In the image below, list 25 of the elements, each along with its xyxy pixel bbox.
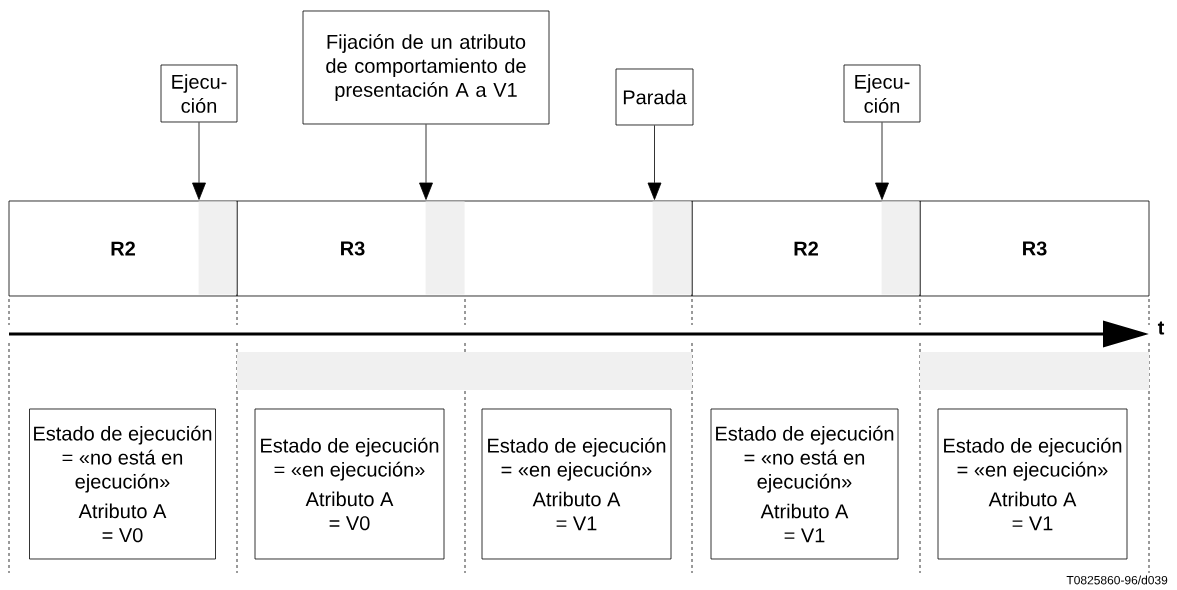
arrow <box>419 124 433 200</box>
segment-box: R2 <box>8 200 238 297</box>
state-box: Estado de ejecución = «en ejecución» Atributo A = V0 <box>254 408 445 560</box>
shaded-bar <box>881 201 920 295</box>
event-box: Ejecu- ción <box>843 64 921 123</box>
figure-id: T0825860-96/d039 <box>1066 575 1168 585</box>
segment-box: R3 <box>236 200 693 297</box>
state-box: Estado de ejecución = «en ejecución» Atributo A = V1 <box>481 408 672 560</box>
shaded-bar <box>198 201 237 295</box>
state-box: Estado de ejecución = «no está en ejecución» Atributo A = V0 <box>29 408 216 560</box>
shaded-bar <box>425 201 465 295</box>
segment-box: R3 <box>919 200 1150 297</box>
shaded-bar <box>237 352 692 390</box>
arrow <box>875 122 889 200</box>
event-box: Ejecu- ción <box>160 64 238 123</box>
shaded-bar <box>920 352 1149 390</box>
state-box: Estado de ejecución = «no está en ejecución» Atributo A = V1 <box>710 408 899 560</box>
axis-label: t <box>1157 321 1165 335</box>
shaded-bar <box>652 201 692 295</box>
arrow <box>647 125 662 200</box>
event-box: Parada <box>615 68 694 126</box>
event-box: Fijación de un atributo de comportamiento de presentación A a V1 <box>302 10 550 125</box>
arrow <box>192 122 206 200</box>
state-box: Estado de ejecución = «en ejecución» Atributo A = V1 <box>937 408 1128 560</box>
segment-box: R2 <box>691 200 921 297</box>
